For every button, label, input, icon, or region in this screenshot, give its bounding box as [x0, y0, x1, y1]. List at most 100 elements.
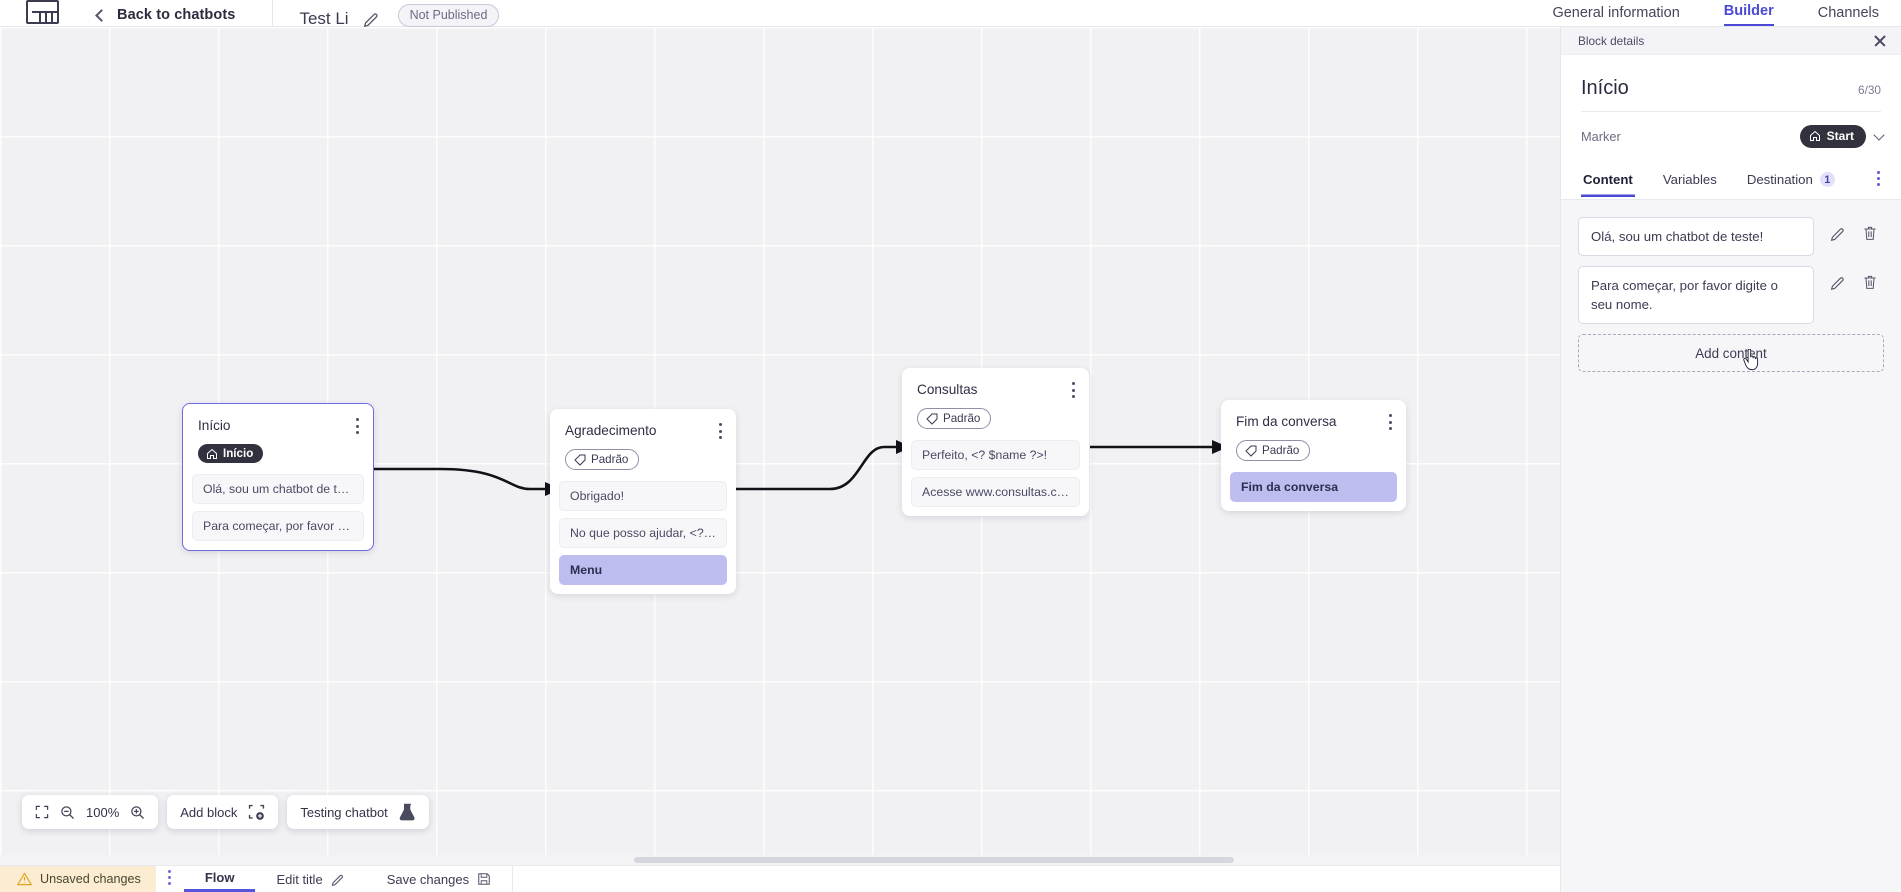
node-menu-button[interactable] [1072, 382, 1076, 400]
zoom-in-icon[interactable] [130, 805, 145, 820]
flow-node-agradecimento[interactable]: Agradecimento Padrão Obrigado! No que po… [550, 409, 736, 594]
trash-icon[interactable] [1862, 225, 1878, 241]
page-title: Test Li [299, 9, 349, 28]
node-message[interactable]: Obrigado! [559, 481, 727, 511]
node-menu-button[interactable] [356, 418, 360, 436]
node-message[interactable]: Olá, sou um chatbot de teste! [192, 474, 364, 504]
panel-tab-content[interactable]: Content [1581, 163, 1635, 197]
node-header: Consultas Padrão [902, 368, 1089, 440]
node-header: Início Início [183, 404, 373, 474]
back-to-chatbots-button[interactable]: Back to chatbots [95, 7, 236, 23]
close-icon[interactable] [1873, 34, 1887, 48]
node-message[interactable]: Fim da conversa [1230, 472, 1397, 502]
home-icon [207, 448, 217, 459]
pencil-icon[interactable] [1830, 274, 1846, 290]
panel-divider [1581, 111, 1881, 112]
pencil-icon [331, 874, 343, 886]
marker-select[interactable]: Start [1799, 125, 1885, 148]
node-header: Fim da conversa Padrão [1221, 400, 1406, 472]
tag-icon [1245, 445, 1257, 457]
panel-header-label: Block details [1578, 33, 1645, 48]
pencil-icon[interactable] [363, 10, 380, 27]
unsaved-changes-label: Unsaved changes [40, 872, 141, 886]
marker-value-label: Start [1826, 129, 1854, 143]
marker-label: Marker [1581, 129, 1621, 144]
zoom-level-label: 100% [86, 804, 120, 820]
chevron-left-icon [95, 8, 108, 22]
canvas-horizontal-scrollbar[interactable] [0, 855, 1560, 865]
flow-canvas[interactable]: Início Início Olá, sou um chatbot de tes… [0, 27, 1560, 865]
node-message[interactable]: Perfeito, <? $name ?>! [911, 440, 1080, 470]
node-message-menu[interactable]: Menu [559, 555, 727, 585]
bottom-bar: Unsaved changes Flow Edit title Save cha… [0, 865, 1560, 892]
edit-title-button[interactable]: Edit title [255, 866, 365, 892]
flow-node-consultas[interactable]: Consultas Padrão Perfeito, <? $name ?>! … [902, 368, 1089, 516]
block-details-panel: Block details Início 6/30 Marker Start [1560, 27, 1901, 892]
destination-count-badge: 1 [1819, 172, 1835, 187]
panel-tabs: Content Variables Destination 1 [1561, 161, 1901, 200]
chevron-down-icon[interactable] [1873, 128, 1885, 141]
header-tabs: General information Builder Channels [1552, 3, 1879, 26]
bot-title-group: Test Li Not Published [299, 4, 500, 28]
content-item: Olá, sou um chatbot de teste! [1578, 217, 1884, 256]
node-message[interactable]: Para começar, por favor digite o ... [192, 511, 364, 541]
node-title: Consultas [917, 382, 978, 397]
tab-builder[interactable]: Builder [1723, 3, 1774, 26]
panel-tabs-more-button[interactable] [1868, 161, 1889, 199]
panel-tab-label: Variables [1662, 172, 1717, 187]
trash-icon[interactable] [1862, 274, 1878, 290]
node-messages: Olá, sou um chatbot de teste! Para começ… [183, 474, 373, 550]
fit-screen-icon[interactable] [35, 805, 49, 819]
zoom-controls[interactable]: 100% [22, 795, 159, 829]
save-changes-button[interactable]: Save changes [366, 866, 512, 892]
node-tag-label: Padrão [943, 412, 981, 425]
add-content-button[interactable]: Add content [1578, 334, 1884, 372]
testing-chatbot-label: Testing chatbot [300, 804, 388, 820]
bottom-tab-flow[interactable]: Flow [183, 866, 256, 892]
node-tag-default: Padrão [565, 449, 640, 470]
pencil-icon[interactable] [1830, 225, 1846, 241]
chatbot-logo-icon [26, 0, 59, 24]
warning-triangle-icon [17, 872, 32, 886]
testing-chatbot-button[interactable]: Testing chatbot [287, 795, 429, 829]
content-text[interactable]: Para começar, por favor digite o seu nom… [1578, 266, 1814, 324]
floppy-disk-icon [478, 873, 490, 885]
node-tag-default: Padrão [917, 408, 992, 429]
node-message[interactable]: No que posso ajudar, <? $name ... [559, 518, 727, 548]
zoom-out-icon[interactable] [60, 805, 75, 820]
back-to-chatbots-label: Back to chatbots [117, 7, 236, 23]
node-menu-button[interactable] [1389, 414, 1393, 432]
node-messages: Perfeito, <? $name ?>! Acesse www.consul… [902, 440, 1089, 516]
canvas-toolbar: 100% Add block Testing chatbot [22, 795, 429, 829]
panel-tab-label: Content [1583, 172, 1633, 187]
panel-content-area: Olá, sou um chatbot de teste! Para começ… [1561, 200, 1901, 892]
content-item-actions [1814, 266, 1884, 290]
add-block-label: Add block [180, 804, 238, 820]
node-menu-button[interactable] [719, 423, 723, 441]
bottom-bar-menu-button[interactable] [156, 866, 184, 892]
flask-icon [399, 803, 415, 821]
content-text[interactable]: Olá, sou um chatbot de teste! [1578, 217, 1814, 256]
node-tag-default: Padrão [1236, 440, 1311, 461]
panel-tab-destination[interactable]: Destination 1 [1745, 163, 1837, 197]
panel-header: Block details [1561, 27, 1901, 55]
tab-channels[interactable]: Channels [1817, 5, 1879, 21]
top-header: Back to chatbots Test Li Not Published G… [0, 0, 1901, 27]
flow-node-inicio[interactable]: Início Início Olá, sou um chatbot de tes… [182, 403, 374, 551]
panel-tab-label: Destination [1746, 172, 1813, 187]
panel-tab-variables[interactable]: Variables [1661, 163, 1719, 197]
node-message[interactable]: Acesse www.consultas.com par... [911, 477, 1080, 507]
node-tag-label: Padrão [591, 453, 629, 466]
header-divider [272, 0, 274, 26]
node-tag-label: Início [223, 447, 254, 460]
node-messages: Obrigado! No que posso ajudar, <? $name … [550, 481, 736, 594]
node-tag-label: Padrão [1262, 444, 1300, 457]
node-title: Agradecimento [565, 423, 657, 438]
save-changes-label: Save changes [386, 871, 470, 887]
add-block-button[interactable]: Add block [167, 795, 279, 829]
add-block-icon [249, 804, 265, 820]
flow-node-fim-da-conversa[interactable]: Fim da conversa Padrão Fim da conversa [1221, 400, 1406, 511]
tab-general-information[interactable]: General information [1552, 5, 1680, 21]
scrollbar-thumb[interactable] [634, 857, 1234, 863]
character-count: 6/30 [1858, 83, 1881, 97]
